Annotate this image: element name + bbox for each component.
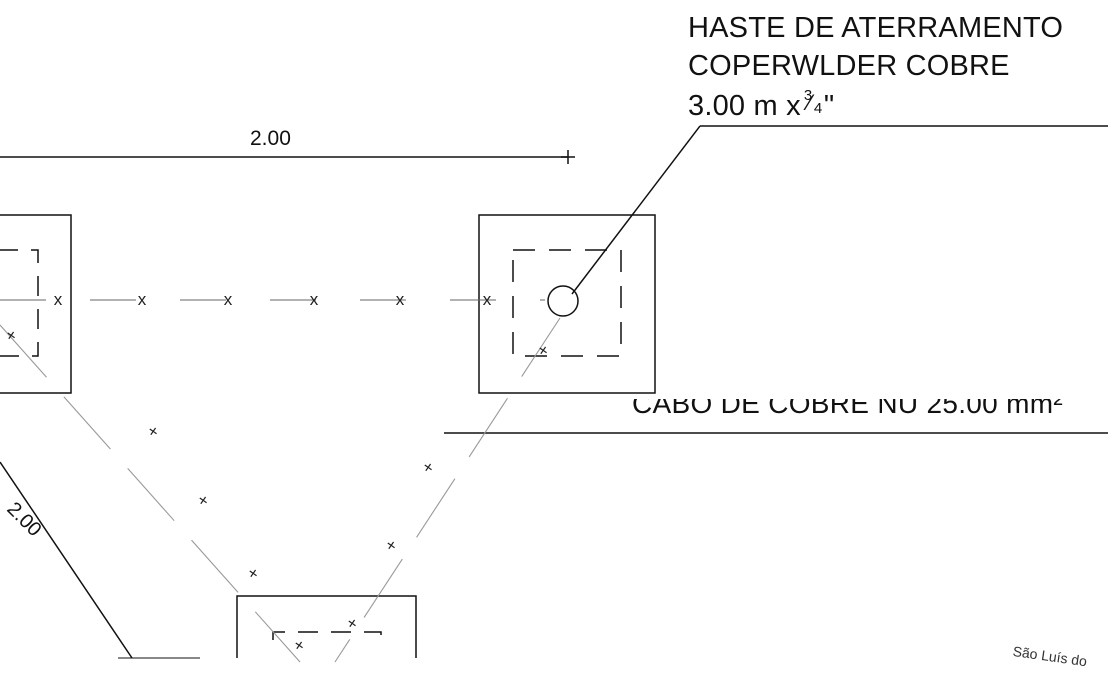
cable-marker: +: [419, 457, 438, 478]
three-quarter-fraction: 3⁄4: [804, 87, 824, 117]
cable-marker: x: [224, 290, 233, 309]
fraction-denominator: 4: [813, 100, 823, 117]
cable-marker: x: [396, 290, 405, 309]
haste-dimension-text: 3.00 m x: [688, 90, 801, 122]
inspection-box-right: [478, 214, 656, 394]
fraction-slash: ⁄: [807, 90, 812, 115]
cabo-label: CABO DE COBRE NU 25.00 mm²: [632, 388, 1063, 419]
cable-marker: +: [144, 421, 163, 442]
cable-marker: +: [2, 325, 21, 346]
cable-marker: x: [54, 290, 63, 309]
inspection-box-bottom-inner: [272, 631, 382, 640]
inch-mark: ": [823, 90, 835, 122]
inspection-box-left-inner: [0, 249, 39, 357]
cable-marker: x: [483, 290, 492, 309]
haste-leader-line: [571, 125, 701, 295]
cable-marker: +: [343, 613, 362, 634]
cable-marker: x: [310, 290, 319, 309]
inspection-box-right-inner: [512, 249, 622, 357]
dimension-line-diagonal: [0, 461, 133, 659]
copper-cable-diagonal-left: [0, 324, 301, 663]
cable-marker: +: [194, 490, 213, 511]
cable-marker: x: [138, 290, 147, 309]
cable-marker: +: [534, 340, 553, 361]
haste-label-line2: COPERWLDER COBRE: [688, 50, 1010, 82]
haste-label-line1: HASTE DE ATERRAMENTO: [688, 12, 1064, 44]
inspection-box-left: [0, 214, 72, 394]
fraction-numerator: 3: [803, 87, 813, 104]
ground-rod-circle: [547, 285, 579, 317]
cable-marker: +: [244, 563, 263, 584]
inspection-box-bottom: [236, 595, 417, 658]
dimension-label-top: 2.00: [250, 127, 291, 150]
copper-cable-diagonal-right: [334, 317, 561, 663]
cable-marker: +: [382, 535, 401, 556]
